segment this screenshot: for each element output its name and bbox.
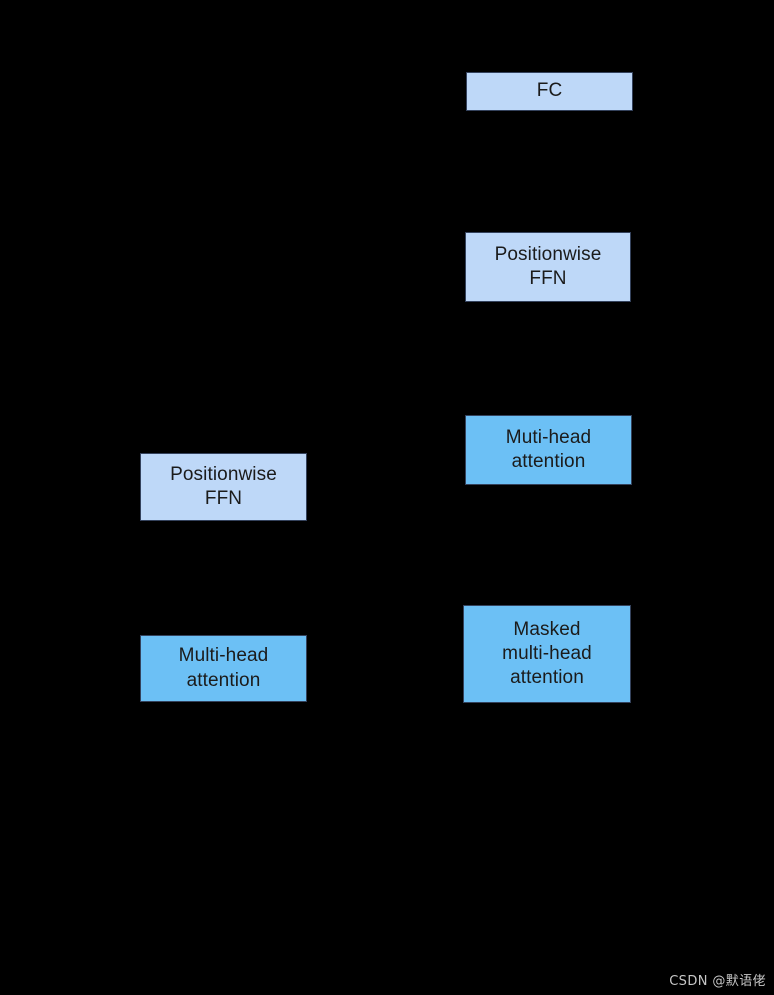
node-multi-head-attention-left[interactable]: Multi-head attention	[140, 635, 307, 702]
watermark-label: CSDN @默语佬	[669, 974, 766, 989]
node-positionwise-ffn-right[interactable]: Positionwise FFN	[465, 232, 631, 302]
node-muti-head-attention-right[interactable]: Muti-head attention	[465, 415, 632, 485]
node-positionwise-ffn-left[interactable]: Positionwise FFN	[140, 453, 307, 521]
node-masked-multi-head-attention[interactable]: Masked multi-head attention	[463, 605, 631, 703]
node-fc[interactable]: FC	[466, 72, 633, 111]
